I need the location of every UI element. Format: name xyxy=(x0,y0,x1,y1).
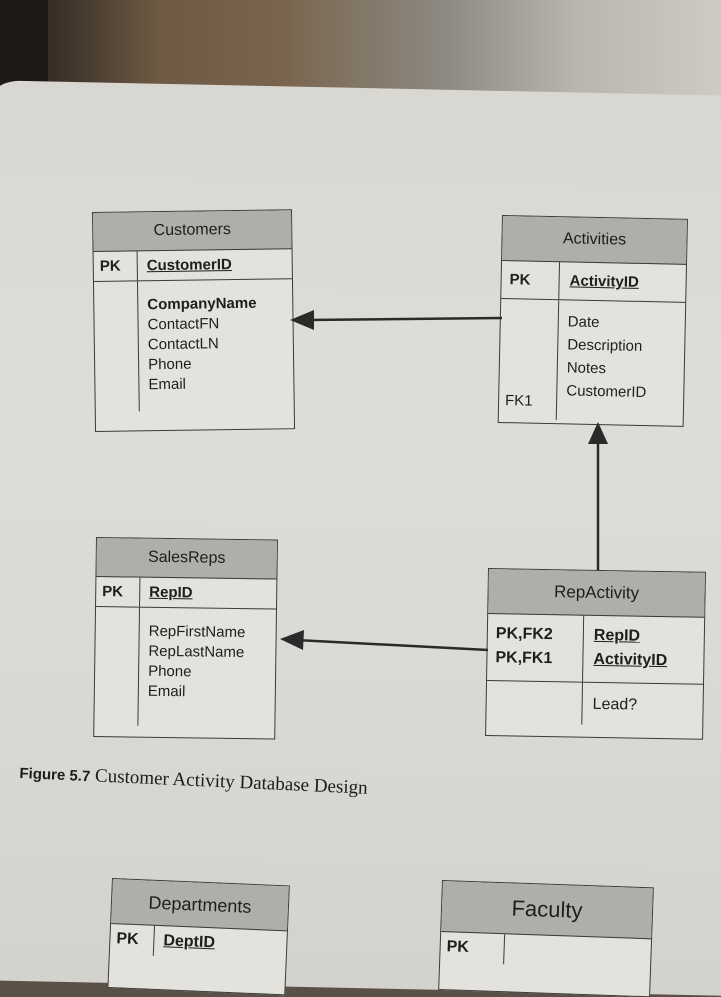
relation-repactivity-salesreps xyxy=(295,638,489,652)
table-faculty-pk-row: PK xyxy=(440,932,651,969)
figure-number: Figure 5.7 xyxy=(19,764,91,786)
relation-activities-customers xyxy=(305,316,503,322)
table-departments-pk-row: PK DeptID xyxy=(109,924,287,961)
relationship-lines xyxy=(280,310,608,652)
table-departments-title: Departments xyxy=(111,879,289,932)
table-faculty: Faculty PK xyxy=(438,880,654,997)
pk-label: PK xyxy=(109,924,156,956)
table-departments: Departments PK DeptID xyxy=(107,878,290,996)
arrowhead-customers xyxy=(290,310,314,330)
arrowhead-activities xyxy=(588,422,608,444)
arrowhead-salesreps xyxy=(280,630,304,650)
pk-field xyxy=(504,934,651,969)
table-faculty-title: Faculty xyxy=(441,881,653,940)
database-diagram: Customers PK CustomerID CompanyName Cont… xyxy=(19,209,706,997)
pk-label: PK xyxy=(440,932,506,965)
pk-field-deptid: DeptID xyxy=(163,932,216,952)
